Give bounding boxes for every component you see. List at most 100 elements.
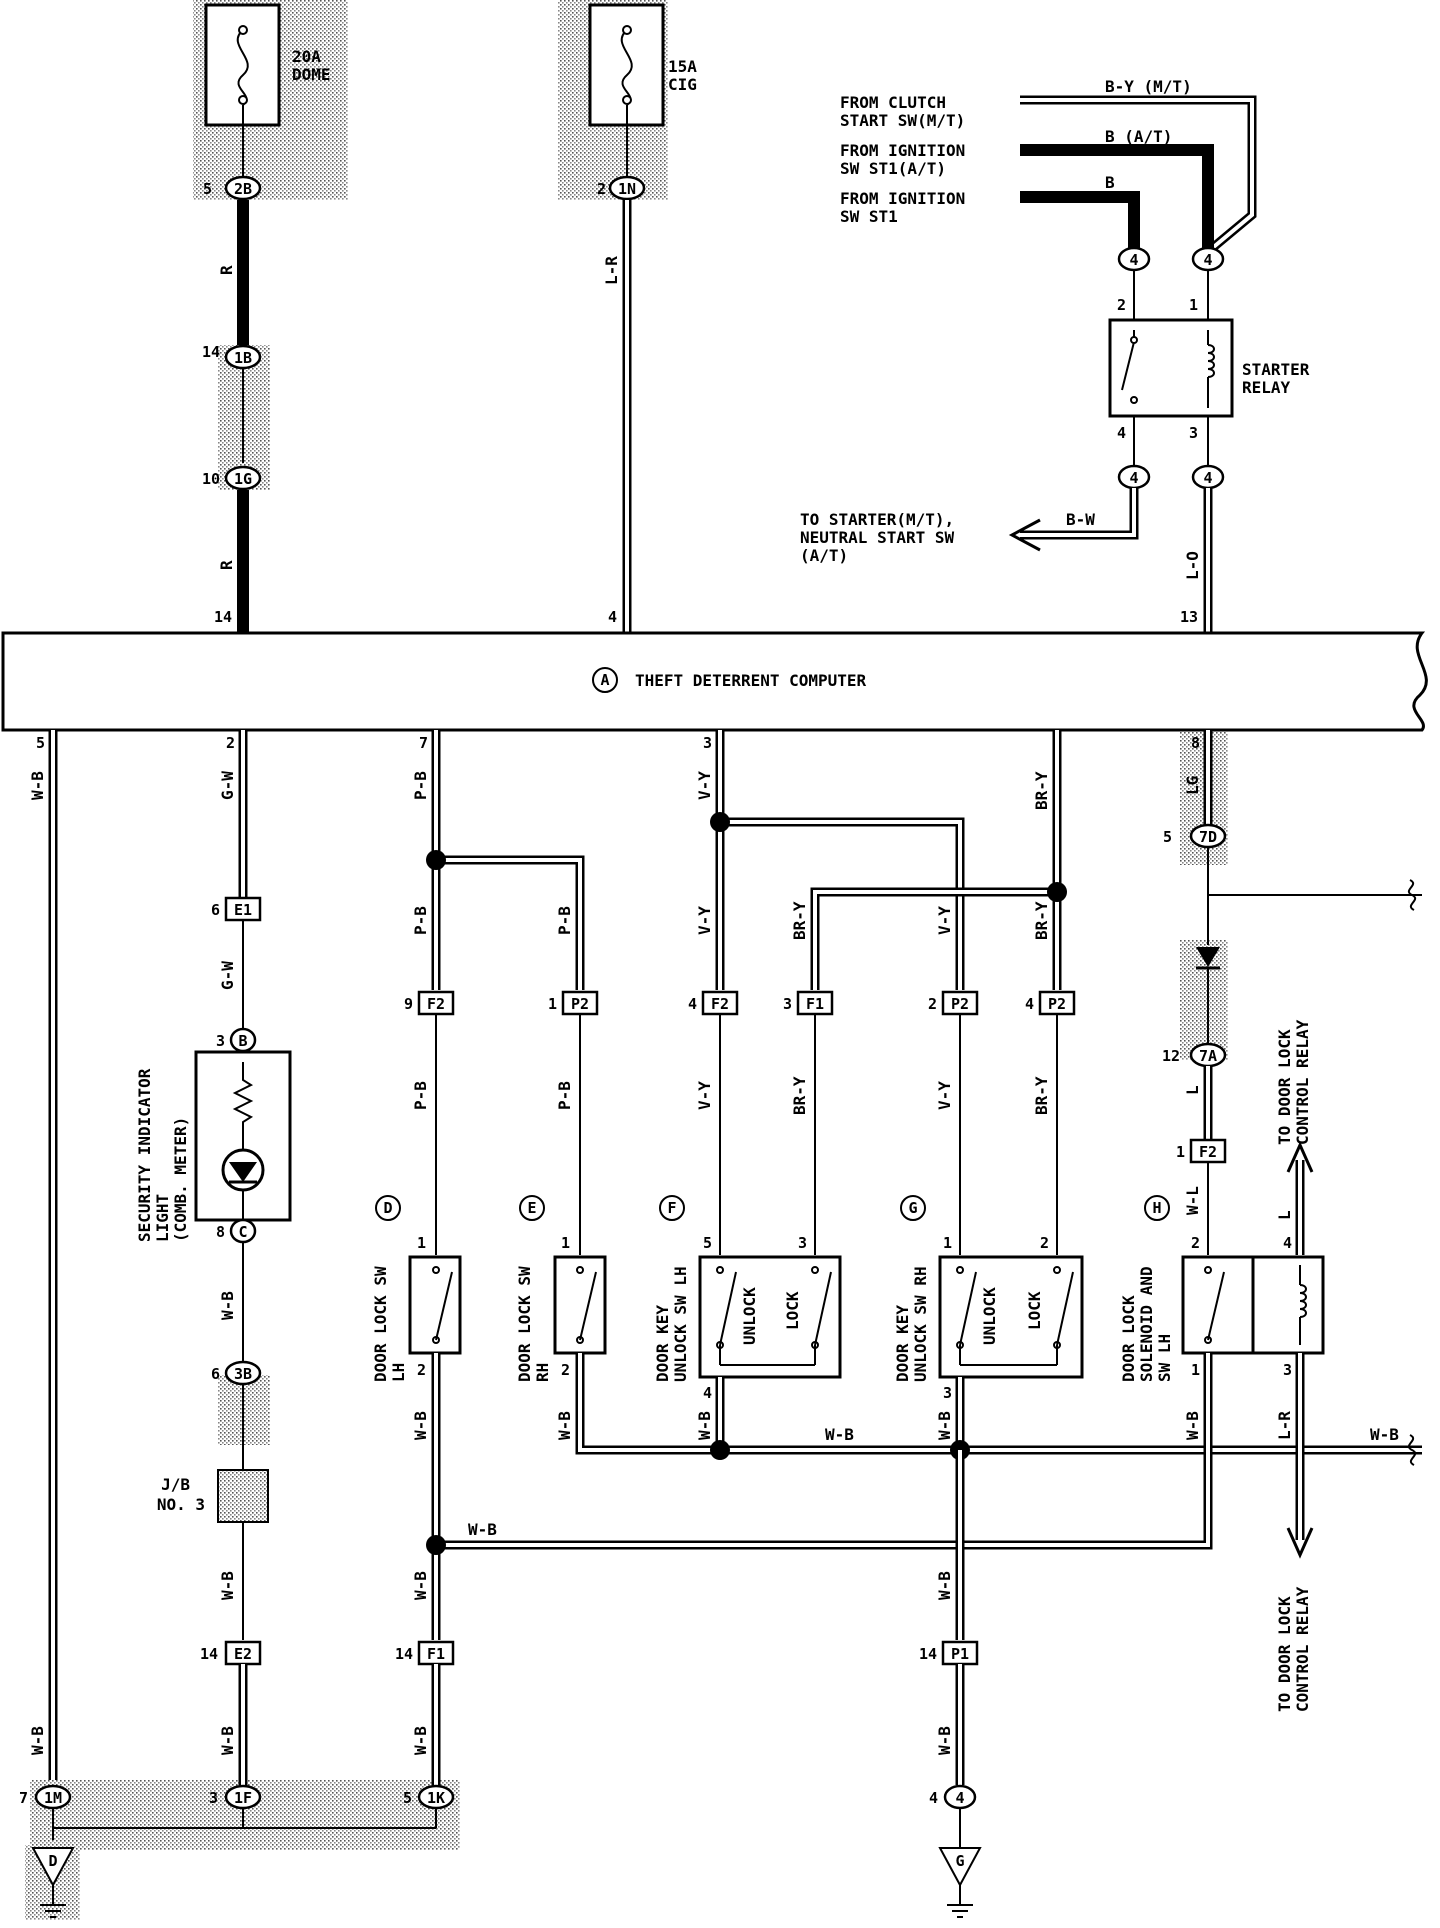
svg-text:1K: 1K [427,1789,445,1807]
svg-text:SW LH: SW LH [1155,1334,1174,1382]
wire-label-p-b: P-B [411,771,430,800]
door-key-unlock-switch-lh: UNLOCK LOCK [698,1255,842,1379]
svg-text:6: 6 [211,1365,220,1383]
svg-text:7D: 7D [1199,828,1217,846]
svg-text:E: E [527,1199,536,1217]
connector-7a: 7A 12 [1162,1042,1227,1068]
svg-text:DOOR LOCK SW: DOOR LOCK SW [515,1266,534,1382]
pin: 2 [1117,296,1126,314]
svg-text:SW ST1(A/T): SW ST1(A/T) [840,159,946,178]
connector-4-ground: 4 4 [929,1784,977,1810]
svg-text:5: 5 [1163,828,1172,846]
svg-text:D: D [48,1852,57,1870]
svg-text:LH: LH [389,1363,408,1382]
connector-3b: 3B 6 [211,1360,262,1386]
wire-label-v-y: V-Y [695,1081,714,1110]
fuse-dome: 20A DOME [204,3,331,127]
svg-text:RH: RH [533,1363,552,1382]
svg-text:1N: 1N [618,180,636,198]
wire-label-l-r: L-R [1275,1411,1294,1440]
wire-label-v-y: V-Y [935,1081,954,1110]
junction [710,1440,730,1460]
wire-label-p-b: P-B [411,906,430,935]
wire-label-l: L [1183,1085,1202,1095]
svg-text:P2: P2 [951,995,969,1013]
connector-relay-in-left: 4 [1117,246,1151,272]
svg-text:DOOR LOCK: DOOR LOCK [1119,1295,1138,1382]
pin: 3 [1283,1361,1292,1379]
door-lock-sw-lh-label: D DOOR LOCK SW LH [371,1195,408,1382]
wire-label-v-y: V-Y [695,771,714,800]
pin-4: 4 [608,608,617,626]
svg-text:UNLOCK SW LH: UNLOCK SW LH [671,1266,690,1382]
svg-text:B: B [1105,173,1115,192]
svg-text:7: 7 [19,1789,28,1807]
wire-label-br-y: BR-Y [790,901,809,940]
fuse-amps: 15A [668,57,697,76]
wire-label-w-b: W-B [28,771,47,800]
door-key-unlock-sw-rh-label: G DOOR KEY UNLOCK SW RH [893,1195,930,1382]
junction [710,812,730,832]
svg-text:CONTROL RELAY: CONTROL RELAY [1293,1586,1312,1712]
wire-label-w-b: W-B [1370,1425,1399,1444]
svg-text:E1: E1 [234,901,252,919]
svg-text:3B: 3B [234,1365,252,1383]
svg-text:DOOR KEY: DOOR KEY [893,1305,912,1382]
wire-label-w-b: W-B [935,1571,954,1600]
pin: 2 [417,1361,426,1379]
connector-relay-in-right: 4 [1191,246,1225,272]
connector-1m: 1M 7 [19,1784,72,1810]
svg-text:DOOR KEY: DOOR KEY [653,1305,672,1382]
connector-f1-key-lh: F1 3 [783,990,834,1016]
pin: 1 [417,1234,426,1252]
wire-label-v-y: V-Y [695,906,714,935]
fuse-amps: 20A [292,47,321,66]
svg-text:F2: F2 [427,995,445,1013]
door-lock-sw-rh-label: E DOOR LOCK SW RH [515,1195,552,1382]
source-ign-at: FROM IGNITION SW ST1(A/T) B (A/T) [840,127,1214,250]
svg-text:B (A/T): B (A/T) [1105,127,1172,146]
connector-1g: 1G 10 [202,465,262,491]
svg-text:F1: F1 [427,1645,445,1663]
security-indicator-light [194,1050,292,1222]
svg-text:8: 8 [216,1223,225,1241]
svg-text:14: 14 [395,1645,413,1663]
svg-text:H: H [1152,1199,1161,1217]
pin: 5 [703,1234,712,1252]
svg-text:SW ST1: SW ST1 [840,207,898,226]
svg-text:LOCK: LOCK [1025,1291,1044,1330]
connector-e1: E1 6 [211,896,262,922]
pin: 1 [1191,1361,1200,1379]
svg-text:10: 10 [202,470,220,488]
pin: 7 [419,734,428,752]
ground-d: D [31,1847,75,1918]
wire-label-p-b: P-B [555,906,574,935]
pin: 1 [943,1234,952,1252]
svg-text:P2: P2 [1048,995,1066,1013]
connector-f2-door-lh: F2 9 [404,990,455,1016]
svg-text:TO DOOR LOCK: TO DOOR LOCK [1275,1029,1294,1145]
source-clutch: FROM CLUTCH START SW(M/T) B-Y (M/T) [840,77,1257,254]
door-lock-switch-lh [408,1255,462,1355]
svg-text:2: 2 [928,995,937,1013]
svg-text:12: 12 [1162,1047,1180,1065]
fuse-cig: 15A CIG [588,3,697,127]
svg-text:J/B: J/B [161,1475,190,1494]
to-starter-label: NEUTRAL START SW [800,528,954,547]
wire-label-w-b: W-B [555,1411,574,1440]
theft-deterrent-computer: A THEFT DETERRENT COMPUTER [1,631,1428,732]
pin: 3 [943,1384,952,1402]
junction [426,850,446,870]
connector-p2-key-rh: P2 2 [928,990,979,1016]
starter-relay-label: RELAY [1242,378,1291,397]
svg-text:LOCK: LOCK [783,1291,802,1330]
pin-13: 13 [1180,608,1198,626]
svg-text:14: 14 [919,1645,937,1663]
door-key-unlock-sw-lh-label: F DOOR KEY UNLOCK SW LH [653,1195,690,1382]
wire-label-w-b: W-B [218,1571,237,1600]
door-lock-solenoid-label: H DOOR LOCK SOLENOID AND SW LH [1119,1195,1174,1382]
to-door-lock-relay-top: TO DOOR LOCK CONTROL RELAY [1275,1019,1312,1145]
connector-relay-out-right: 4 [1191,464,1225,490]
junction [1047,882,1067,902]
